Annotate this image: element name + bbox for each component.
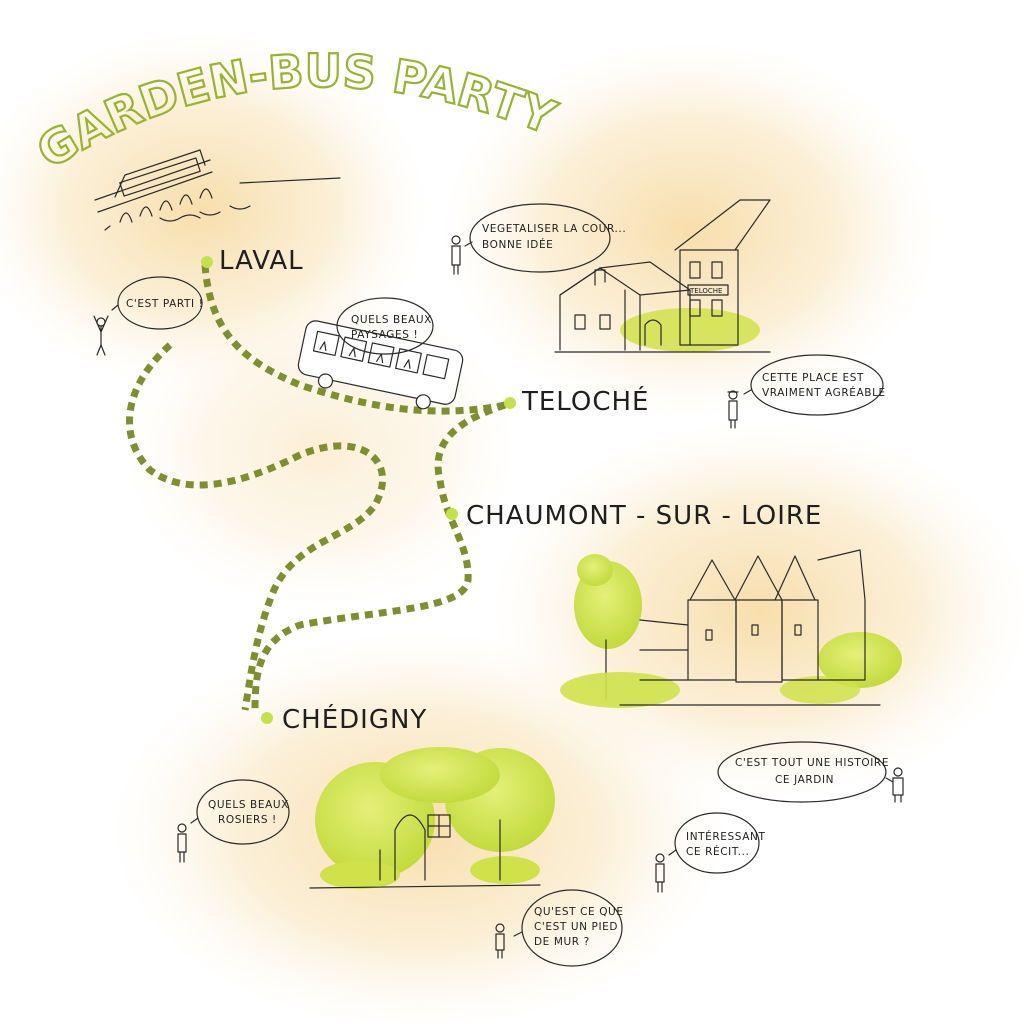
bubble-text-line1: C'EST TOUT UNE HISTOIRE	[735, 757, 889, 769]
speech-bubble-cest-parti: C'EST PARTI !	[111, 276, 204, 330]
person-icon-histoire	[892, 767, 904, 803]
speech-bubble-rosiers: QUELS BEAUX ROSIERS !	[190, 779, 290, 845]
bubble-text-line3: DE MUR ?	[534, 936, 590, 948]
route-teloche-chaumont	[251, 401, 507, 711]
place-laval: LAVAL	[219, 246, 304, 276]
person-icon-cest-parti	[93, 315, 109, 356]
route-loop-west	[126, 342, 386, 711]
speech-bubble-paysages: QUELS BEAUX PAYSAGES !	[336, 297, 434, 355]
bubble-text-line1: CETTE PLACE EST	[762, 372, 864, 384]
route-stops	[201, 256, 516, 724]
bus-route	[126, 264, 507, 711]
bubble-text-line1: INTÉRESSANT	[686, 830, 766, 843]
bubble-text-line2: BONNE IDÉE	[482, 238, 553, 251]
bubble-text-line2: C'EST UN PIED	[534, 921, 618, 933]
person-icon-pied-de-mur	[495, 923, 505, 959]
rose-garden-house-icon	[309, 747, 555, 889]
speech-bubble-pied-de-mur: QU'EST CE QUE C'EST UN PIED DE MUR ?	[513, 889, 624, 967]
bubble-text-line2: PAYSAGES !	[351, 329, 418, 341]
person-icon-interessant	[655, 853, 665, 893]
bus-icon	[297, 320, 464, 410]
place-teloche: TELOCHÉ	[521, 385, 649, 417]
castle-icon	[560, 549, 902, 708]
speech-bubble-cette-place: CETTE PLACE EST VRAIMENT AGRÉABLE	[743, 354, 886, 416]
tree-icon	[574, 554, 642, 701]
bubble-text-line1: QUELS BEAUX	[208, 799, 289, 811]
stop-laval	[201, 256, 213, 268]
bubble-text-line1: QUELS BEAUX	[351, 314, 432, 326]
bubble-text-line2: CE JARDIN	[775, 774, 834, 786]
stop-teloche	[504, 397, 516, 409]
speech-bubble-interessant: INTÉRESSANT CE RÉCIT...	[668, 812, 766, 874]
bubble-text-line2: CE RÉCIT...	[686, 845, 749, 858]
train-viaduct-icon	[94, 149, 341, 231]
bubble-text-line2: VRAIMENT AGRÉABLE	[762, 386, 886, 399]
place-chaumont: CHAUMONT - SUR - LOIRE	[466, 501, 822, 531]
person-icon-rosiers	[177, 823, 187, 863]
house-icon: TELOCHE	[554, 199, 771, 353]
bubble-text: C'EST PARTI !	[126, 298, 204, 310]
bubble-text-line1: VEGETALISER LA COUR...	[482, 223, 626, 235]
place-chedigny: CHÉDIGNY	[282, 703, 427, 735]
speech-bubble-vegetaliser: VEGETALISER LA COUR... BONNE IDÉE	[464, 203, 626, 273]
speech-bubble-histoire: C'EST TOUT UNE HISTOIRE CE JARDIN	[717, 741, 894, 803]
bubble-text-line1: QU'EST CE QUE	[534, 906, 624, 918]
bubble-text-line2: ROSIERS !	[218, 814, 277, 826]
stop-chaumont	[446, 508, 458, 520]
building-sign: TELOCHE	[689, 287, 722, 295]
person-icon-cette-place	[727, 390, 739, 429]
person-icon-vegetaliser	[451, 235, 461, 275]
stop-chedigny	[261, 712, 273, 724]
